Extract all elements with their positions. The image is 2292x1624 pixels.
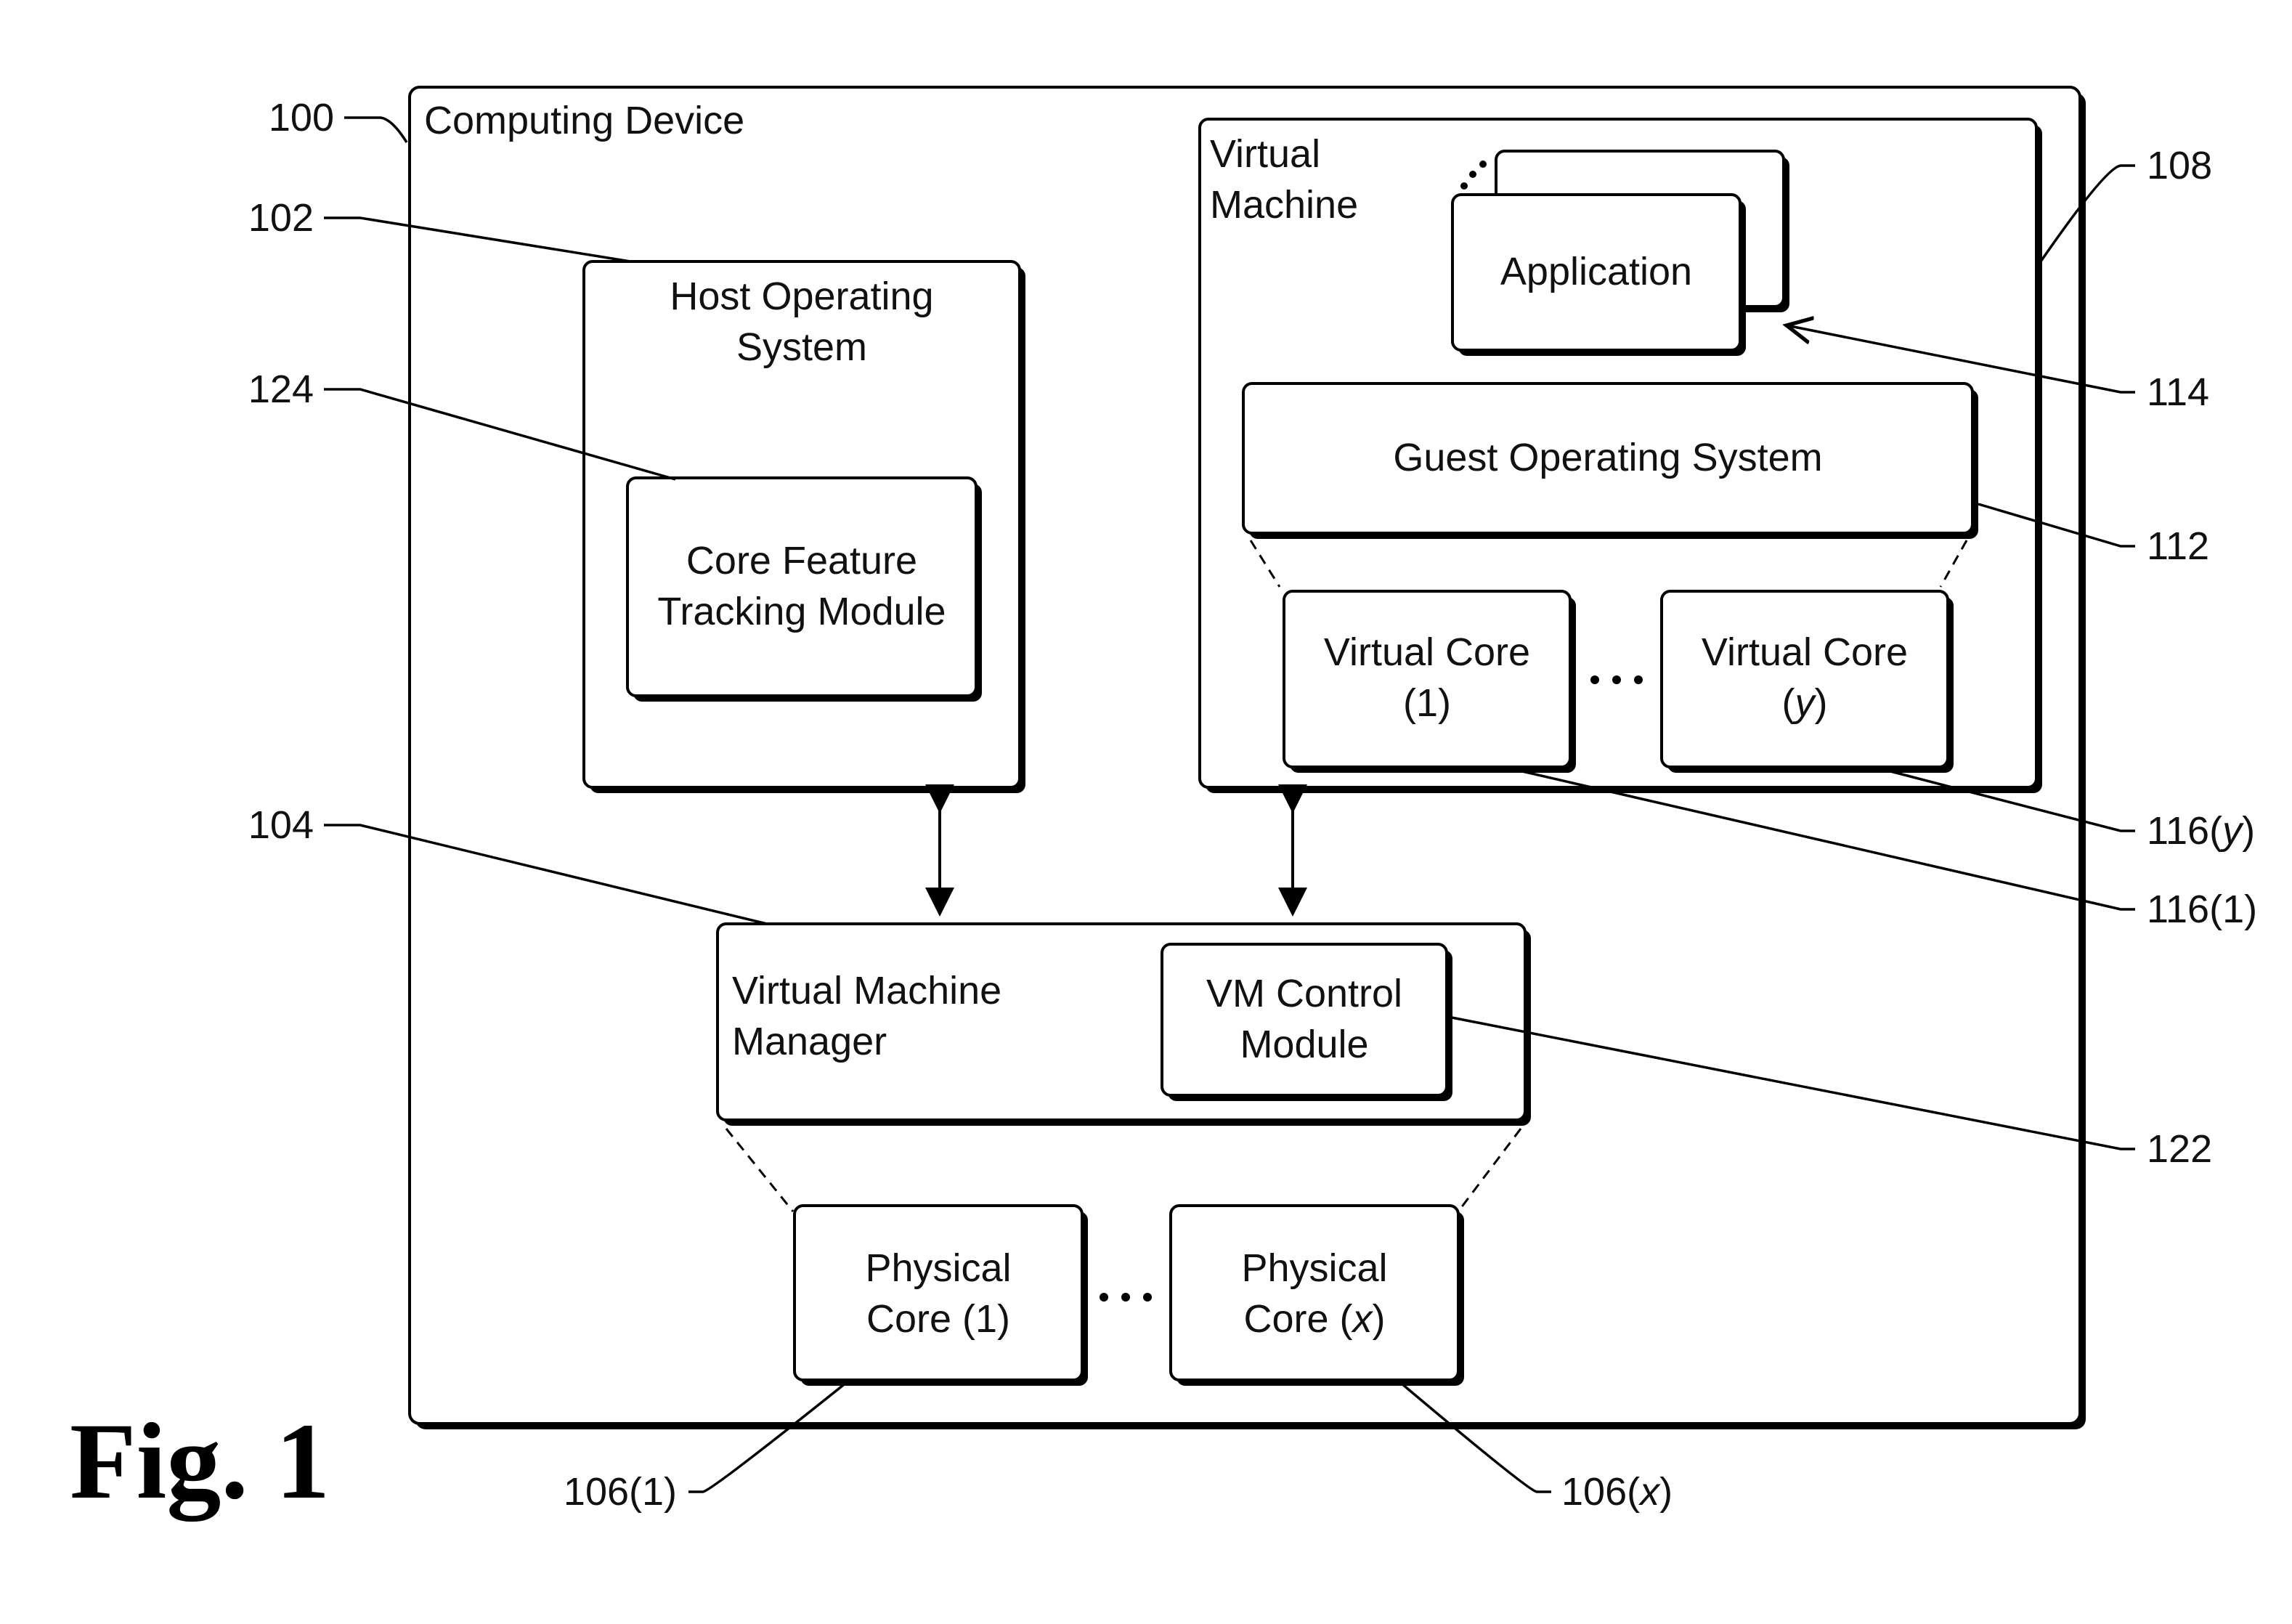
virtual-core-1-label-line2: (1) [1403,681,1451,725]
ref-114: 114 [2147,370,2209,414]
guest-os-box: Guest Operating System [1243,383,1978,539]
application-label: Application [1500,250,1692,293]
tracking-label-line1: Core Feature [686,539,917,582]
ref-1161: 116(1) [2147,888,2257,931]
physical-core-1-label-line1: Physical [865,1246,1011,1290]
ref-102: 102 [248,196,314,240]
ref-116y: 116(y) [2147,809,2255,853]
physical-core-1-box: Physical Core (1) [795,1206,1088,1386]
figure-label: Fig. 1 [70,1401,330,1522]
physical-core-1-label-line2: Core (1) [866,1297,1010,1341]
ref-1061: 106(1) [564,1470,677,1514]
guest-os-label: Guest Operating System [1393,436,1822,479]
virtual-core-1-label-line1: Virtual Core [1324,630,1530,674]
core-feature-tracking-module-box: Core Feature Tracking Module [627,478,982,702]
physical-core-x-box: Physical Core (x) [1171,1206,1464,1386]
computing-device-label: Computing Device [424,99,744,142]
vmm-label-line2: Manager [732,1020,887,1063]
ref-108: 108 [2147,144,2212,187]
ref-100: 100 [269,96,334,139]
vm-control-label-line1: VM Control [1206,972,1402,1015]
ref-112: 112 [2147,524,2209,568]
ref-122: 122 [2147,1127,2212,1171]
application-box: Application [1452,195,1746,356]
vm-control-module-box: VM Control Module [1162,944,1452,1101]
host-os-label-line1: Host Operating [670,275,933,318]
physical-core-x-label-line1: Physical [1241,1246,1387,1290]
ref-124: 124 [248,368,314,411]
physical-core-x-label-line2: Core (x) [1243,1297,1385,1341]
virtual-core-y-label-line1: Virtual Core [1702,630,1908,674]
vm-control-label-line2: Module [1240,1023,1368,1066]
virtual-machine-label-line2: Machine [1210,183,1358,227]
virtual-core-1-box: Virtual Core (1) [1284,591,1576,773]
host-os-label-line2: System [736,325,867,369]
leader-100 [344,118,407,142]
virtual-core-y-label-line2: (y) [1782,681,1828,725]
virtual-machine-label-line1: Virtual [1210,132,1320,176]
ref-104: 104 [248,803,314,847]
ref-106x: 106(x) [1561,1470,1673,1514]
virtual-core-y-box: Virtual Core (y) [1662,591,1954,773]
tracking-label-line2: Tracking Module [657,590,946,633]
vmm-label-line1: Virtual Machine [732,969,1001,1012]
